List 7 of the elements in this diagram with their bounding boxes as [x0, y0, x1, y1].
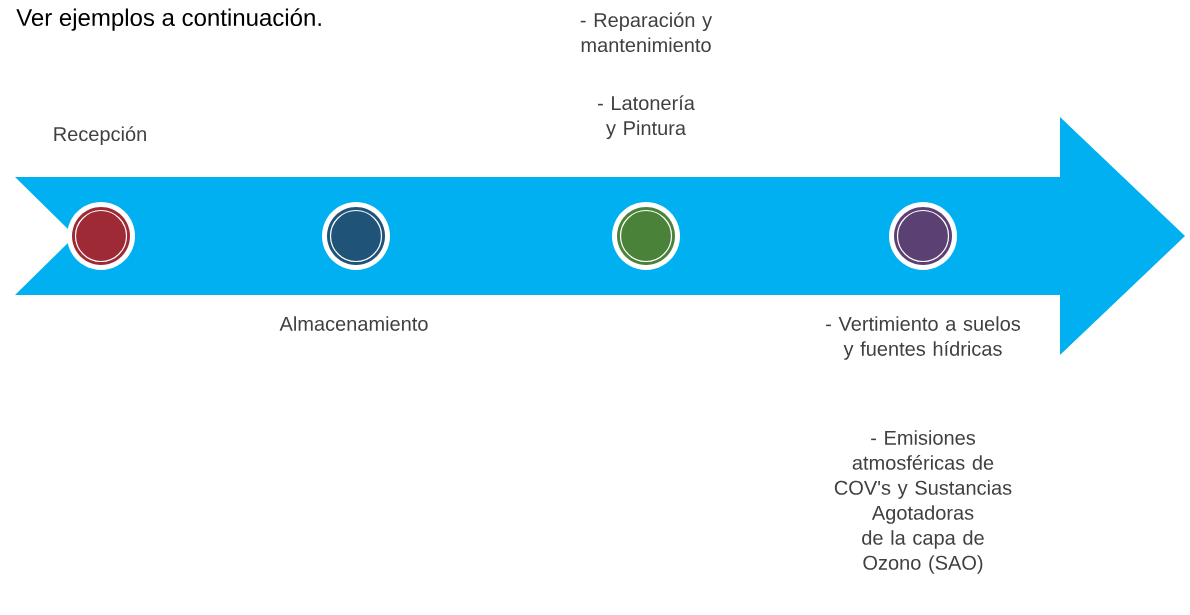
timeline-marker — [889, 202, 957, 270]
step-label: - Reparación y mantenimiento — [580, 12, 713, 53]
timeline-marker — [67, 202, 135, 270]
timeline-marker — [612, 202, 680, 270]
intro-text: Ver ejemplos a continuación. — [16, 8, 321, 31]
timeline-marker — [322, 202, 390, 270]
step-label: - Emisiones atmosféricas de COV's y Sustancias Agotadoras de la capa de Ozono (SAO) — [834, 430, 1012, 574]
